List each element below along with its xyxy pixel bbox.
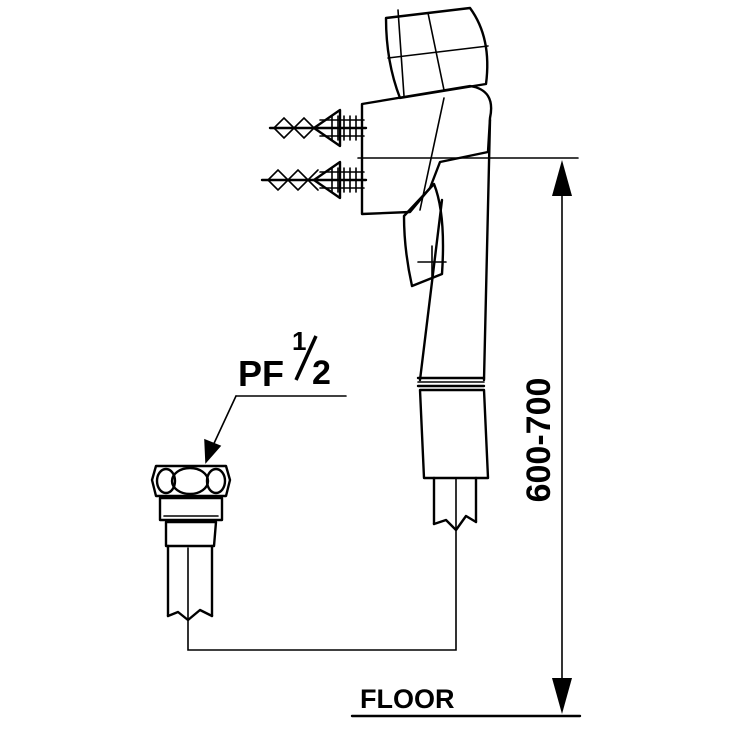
dimension-arrow-bottom (552, 678, 572, 714)
supply-fitting (150, 464, 232, 622)
floor-label: FLOOR (360, 684, 455, 714)
lever (402, 182, 447, 288)
height-dimension: 600-700 (357, 157, 579, 714)
thread-denominator-text: 2 (312, 354, 331, 392)
wall-anchor-upper (268, 108, 368, 148)
thread-main-text: PF (238, 353, 284, 394)
coupling (418, 388, 490, 480)
wall-bracket (360, 84, 493, 216)
lower-pipe (432, 476, 478, 532)
thread-size-label: PF 1 2 (238, 326, 331, 394)
thread-leader (204, 395, 347, 464)
thread-fraction-slash (294, 335, 318, 381)
thread-numerator-text: 1 (292, 326, 306, 356)
upper-pipe (416, 118, 492, 388)
handle-knob (384, 6, 489, 100)
height-dimension-text: 600-700 (520, 378, 558, 503)
supply-connection-line (187, 529, 457, 651)
dimension-arrow-top (552, 160, 572, 196)
floor: FLOOR (350, 684, 582, 718)
wall-anchor-lower (260, 160, 368, 200)
